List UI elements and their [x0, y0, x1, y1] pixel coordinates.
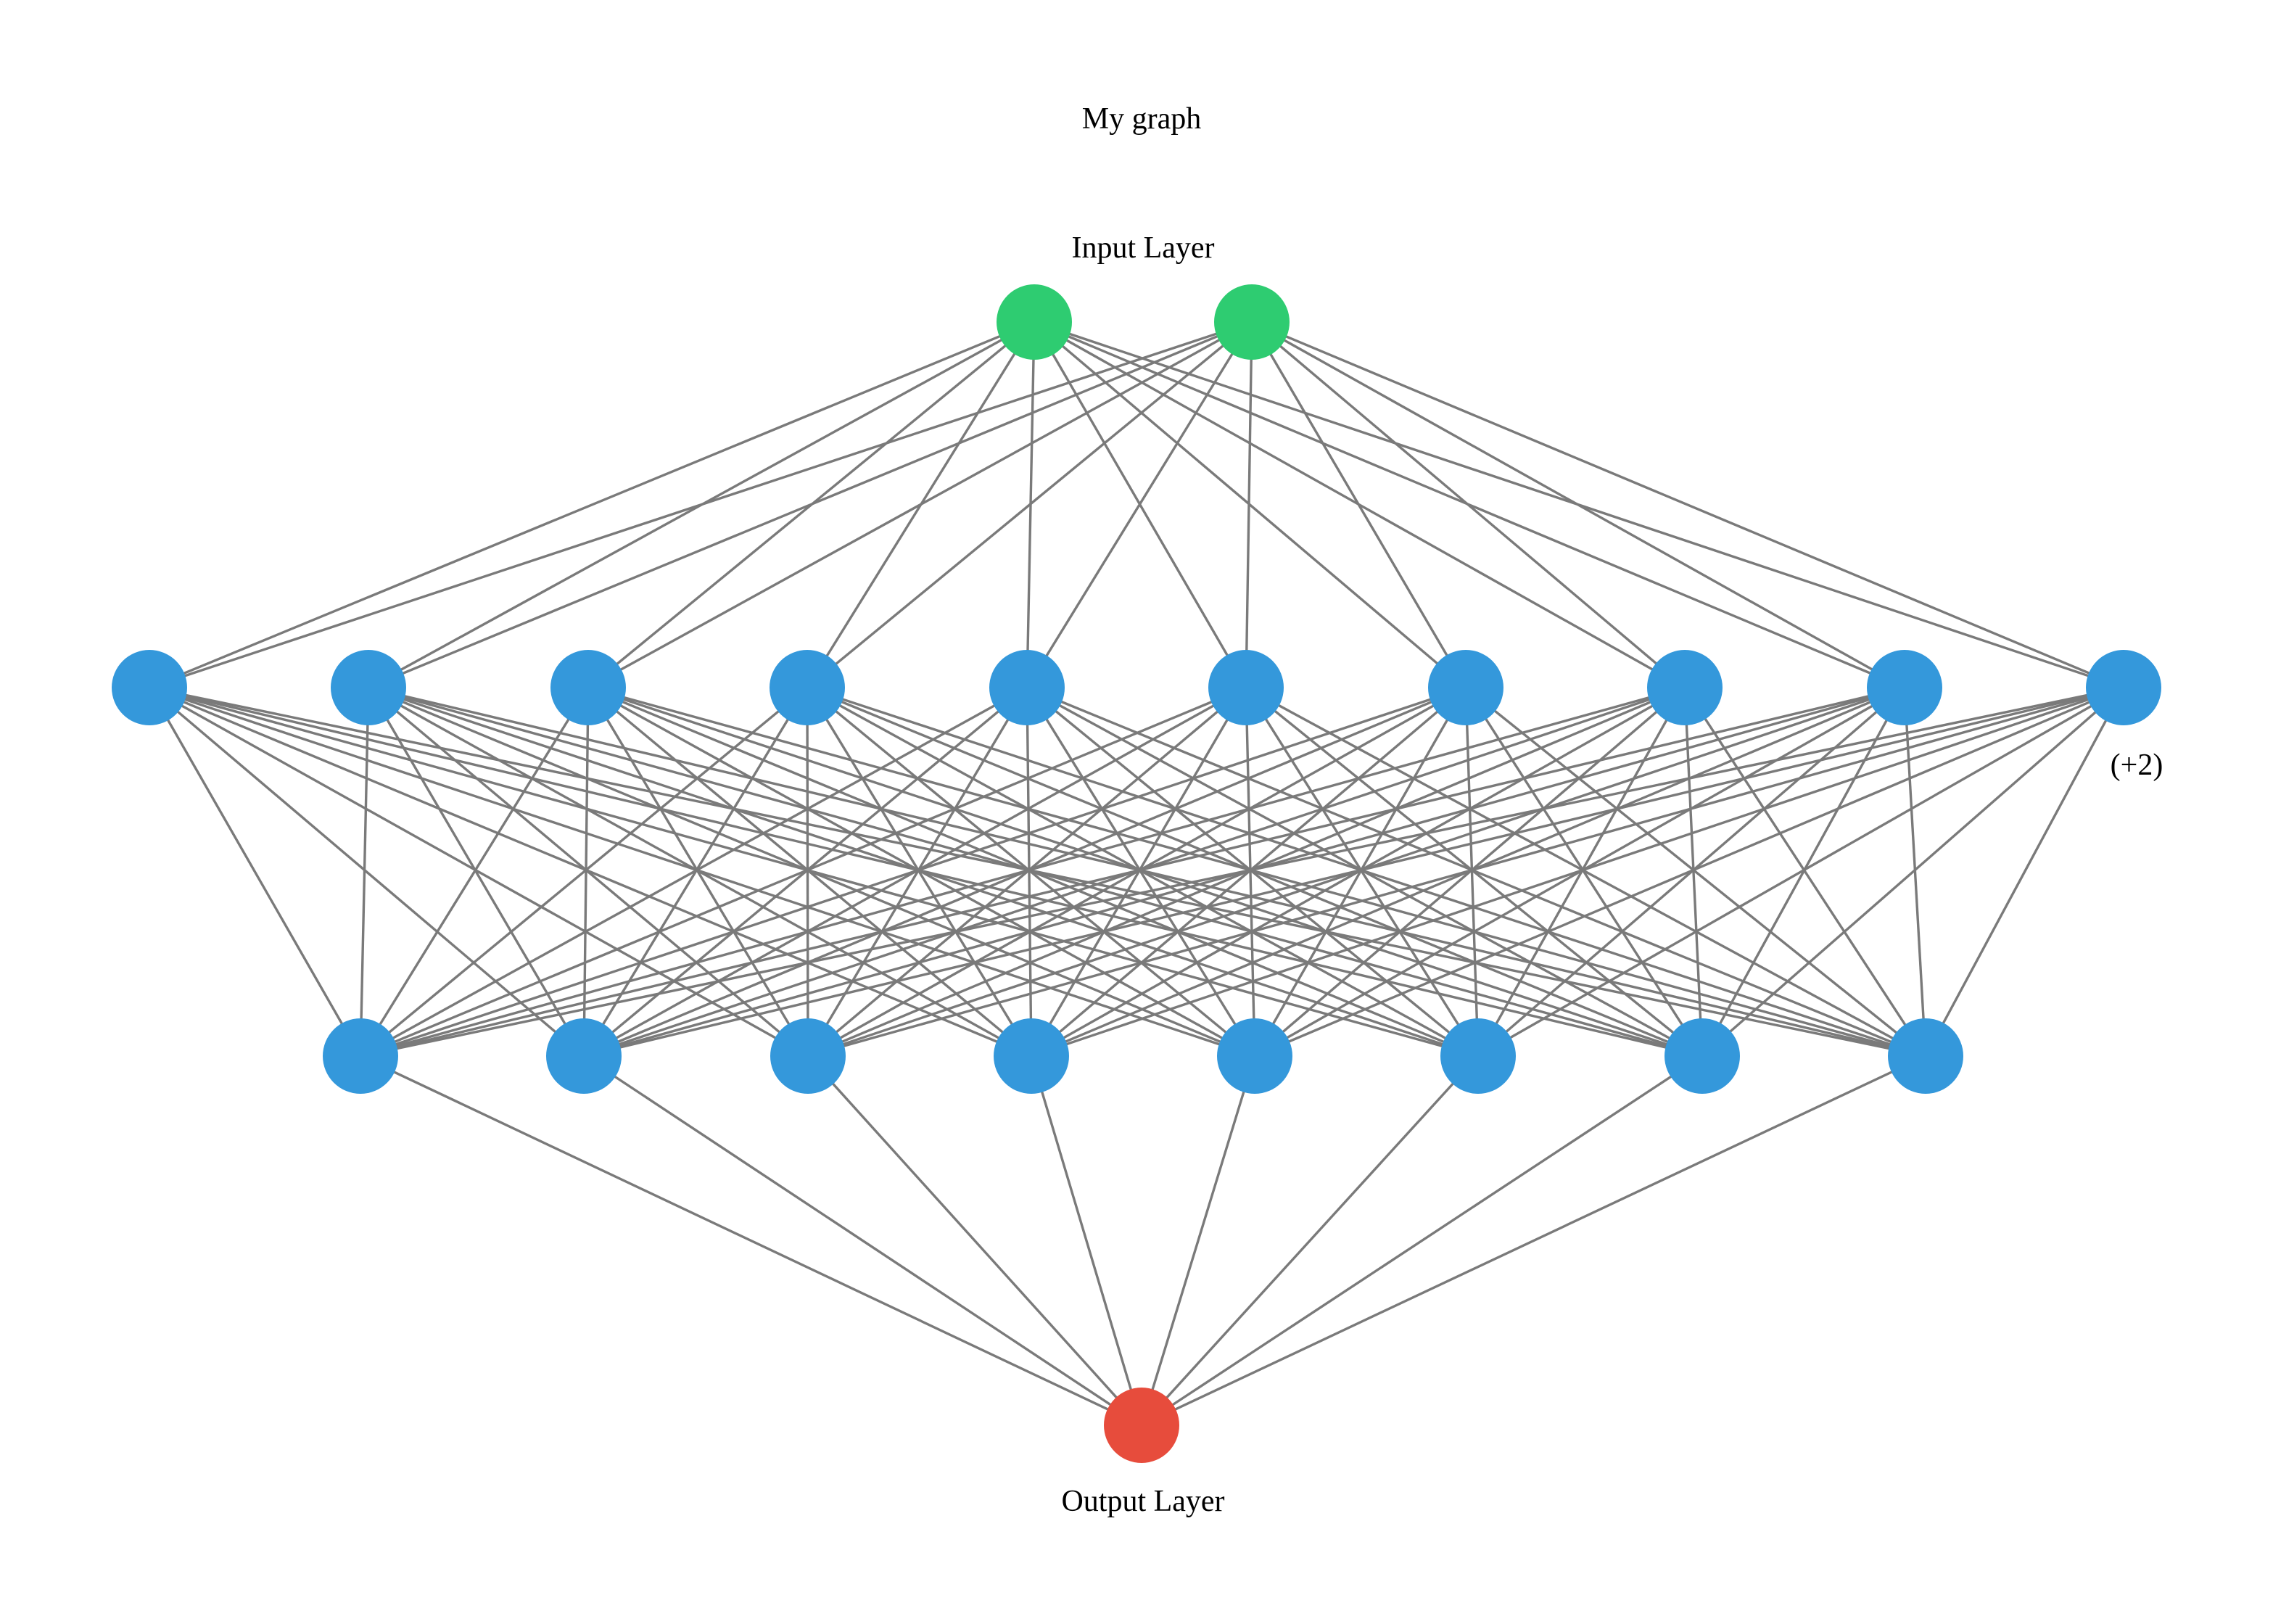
- neuron-hidden-1-5: [989, 650, 1065, 725]
- edge-hidden-1-to-hidden-2: [1026, 687, 1256, 1057]
- edge-hidden-1-to-hidden-2: [587, 686, 1479, 1058]
- edge-input-to-hidden-1: [1245, 321, 1253, 688]
- edge-hidden-1-to-hidden-2: [587, 686, 1255, 1058]
- neuron-output-1: [1104, 1388, 1179, 1463]
- edge-hidden-2-to-output: [1141, 1055, 1703, 1427]
- edge-hidden-2-to-output: [1140, 1055, 1256, 1426]
- edge-hidden-1-to-hidden-2: [149, 686, 809, 1058]
- edge-input-to-hidden-1: [587, 321, 1253, 689]
- neuron-hidden-2-4: [994, 1018, 1069, 1094]
- edge-hidden-1-to-hidden-2: [360, 686, 1247, 1058]
- edge-hidden-1-to-hidden-2: [587, 687, 809, 1057]
- edge-input-to-hidden-1: [1251, 321, 2124, 689]
- edge-hidden-1-to-hidden-2: [583, 686, 2124, 1058]
- edge-input-to-hidden-1: [368, 321, 1253, 689]
- neuron-hidden-2-8: [1888, 1018, 1963, 1094]
- edge-hidden-1-to-hidden-2: [806, 686, 1256, 1058]
- edge-hidden-1-to-hidden-2: [368, 686, 1032, 1058]
- edge-input-to-hidden-1: [1251, 321, 1905, 689]
- edge-input-to-hidden-1: [149, 321, 1253, 689]
- edge-hidden-1-to-hidden-2: [360, 686, 1686, 1058]
- edge-hidden-1-to-hidden-2: [1245, 686, 1704, 1058]
- edge-hidden-1-to-hidden-2: [360, 686, 1905, 1058]
- edge-hidden-1-to-hidden-2: [360, 686, 1466, 1058]
- neuron-hidden-2-3: [770, 1018, 846, 1094]
- edge-hidden-1-to-hidden-2: [807, 686, 1703, 1058]
- hidden-layer-overflow-label: (+2): [2111, 749, 2163, 782]
- neuron-hidden-2-6: [1440, 1018, 1516, 1094]
- neuron-hidden-1-8: [1647, 650, 1723, 725]
- edge-hidden-2-to-output: [807, 1055, 1143, 1427]
- neuron-hidden-1-4: [770, 650, 845, 725]
- edge-hidden-2-to-output: [1140, 1055, 1480, 1427]
- neuron-hidden-1-9: [1867, 650, 1942, 725]
- nodes: [112, 284, 2161, 1463]
- edge-hidden-1-to-hidden-2: [367, 686, 809, 1058]
- edge-hidden-2-to-output: [1030, 1055, 1143, 1426]
- edge-input-to-hidden-1: [1026, 321, 1253, 688]
- edge-hidden-1-to-hidden-2: [359, 686, 809, 1058]
- edge-hidden-1-to-hidden-2: [807, 686, 1479, 1058]
- edge-input-to-hidden-1: [1250, 321, 1686, 689]
- edge-hidden-1-to-hidden-2: [1026, 686, 1703, 1058]
- edge-hidden-1-to-hidden-2: [1924, 687, 2125, 1057]
- edge-hidden-1-to-hidden-2: [1026, 686, 1926, 1058]
- neuron-hidden-2-5: [1217, 1018, 1292, 1094]
- edge-hidden-1-to-hidden-2: [1031, 686, 2124, 1058]
- edge-hidden-1-to-hidden-2: [359, 687, 590, 1057]
- graph-title: My graph: [1082, 102, 1201, 136]
- neuron-hidden-1-2: [331, 650, 406, 725]
- edge-hidden-1-to-hidden-2: [1701, 686, 2125, 1058]
- edge-input-to-hidden-1: [149, 321, 1035, 689]
- neuron-input-1: [997, 284, 1072, 360]
- neuron-hidden-1-7: [1428, 650, 1503, 725]
- neuron-hidden-1-1: [112, 650, 187, 725]
- edge-hidden-1-to-hidden-2: [149, 686, 1032, 1058]
- input-layer-label: Input Layer: [1071, 231, 1214, 265]
- neuron-hidden-1-6: [1208, 650, 1284, 725]
- edge-hidden-1-to-hidden-2: [360, 686, 2124, 1058]
- edge-hidden-1-to-hidden-2: [807, 686, 2124, 1058]
- neuron-hidden-2-2: [546, 1018, 622, 1094]
- neuron-hidden-2-7: [1664, 1018, 1740, 1094]
- neuron-input-2: [1214, 284, 1290, 360]
- edge-hidden-1-to-hidden-2: [587, 686, 1033, 1058]
- edge-hidden-2-to-output: [583, 1055, 1142, 1427]
- edge-hidden-2-to-output: [1141, 1055, 1926, 1427]
- edge-hidden-1-to-hidden-2: [1026, 686, 1480, 1058]
- edge-hidden-1-to-hidden-2: [359, 687, 370, 1057]
- edge-input-to-hidden-1: [806, 321, 1253, 689]
- edge-hidden-1-to-hidden-2: [360, 686, 1028, 1058]
- edge-hidden-1-to-hidden-2: [367, 687, 585, 1057]
- edge-hidden-1-to-hidden-2: [148, 686, 585, 1058]
- edge-hidden-1-to-hidden-2: [148, 687, 362, 1057]
- edge-hidden-1-to-hidden-2: [1477, 686, 2124, 1058]
- edge-input-to-hidden-1: [1250, 321, 1467, 688]
- edge-hidden-2-to-output: [360, 1055, 1142, 1427]
- neuron-hidden-2-1: [323, 1018, 398, 1094]
- edge-hidden-1-to-hidden-2: [1701, 687, 1906, 1057]
- neuron-hidden-1-10: [2086, 650, 2161, 725]
- neuron-hidden-1-3: [550, 650, 626, 725]
- edge-hidden-1-to-hidden-2: [1254, 686, 2124, 1058]
- edge-hidden-1-to-hidden-2: [1245, 686, 1926, 1058]
- edges: [148, 321, 2125, 1427]
- output-layer-label: Output Layer: [1061, 1485, 1224, 1518]
- edge-hidden-1-to-hidden-2: [1464, 686, 1927, 1058]
